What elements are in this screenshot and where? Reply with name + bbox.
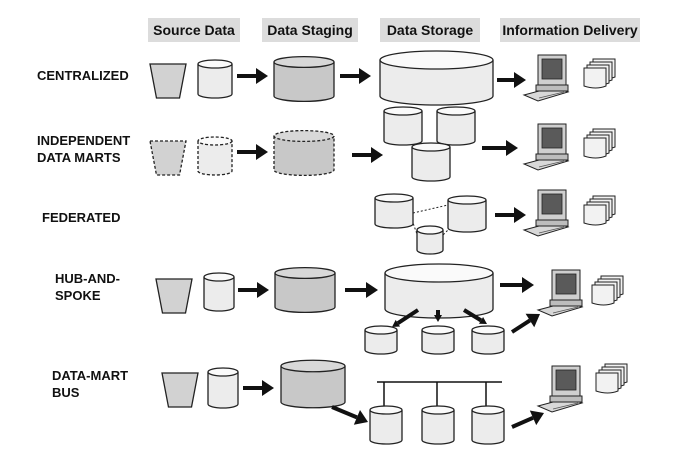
row-label-hub-line1: HUB-AND- [55, 271, 120, 286]
source-db-centralized [197, 59, 233, 99]
source-file-bus [161, 372, 199, 408]
arrow-bus-to-delivery [511, 410, 544, 429]
computer-icon-centralized [522, 54, 570, 102]
report-stack-icon-bus [595, 363, 628, 394]
report-stack-icon-hub [591, 275, 624, 306]
row-label-independent-line2: DATA MARTS [37, 150, 121, 165]
report-stack-icon-federated [583, 195, 616, 226]
arrow-source-to-staging-bus [243, 380, 274, 396]
staging-db-hub [274, 266, 336, 314]
row-label-centralized: CENTRALIZED [37, 67, 129, 84]
arrow-hub-to-spoke-2 [434, 310, 442, 322]
data-mart-1 [383, 106, 423, 146]
row-label-independent-line1: INDEPENDENT [37, 133, 131, 148]
row-label-independent: INDEPENDENT DATA MARTS [37, 132, 130, 166]
row-label-data-mart-bus: DATA-MART BUS [52, 367, 128, 401]
row-label-hub-and-spoke: HUB-AND- SPOKE [55, 270, 120, 304]
bus-mart-3 [471, 405, 505, 445]
arrow-staging-to-storage-centralized [340, 68, 371, 84]
arrow-hub-to-spoke-3 [462, 308, 487, 324]
arrow-spoke-to-delivery [510, 313, 540, 334]
arrow-source-to-staging-independent [237, 144, 268, 160]
arrow-staging-to-storage-independent [352, 147, 383, 163]
federated-db-1 [374, 193, 414, 229]
source-db-hub [203, 272, 235, 312]
arrow-source-to-staging-hub [238, 282, 269, 298]
spoke-mart-1 [364, 325, 398, 355]
bus-mart-1 [369, 405, 403, 445]
data-mart-3 [411, 142, 451, 182]
header-source-data: Source Data [148, 18, 240, 42]
central-warehouse [379, 50, 494, 106]
header-data-staging: Data Staging [262, 18, 358, 42]
source-db-bus [207, 367, 239, 409]
report-stack-icon-centralized [583, 58, 616, 89]
arrow-storage-to-delivery-centralized [497, 72, 526, 88]
row-label-hub-line2: SPOKE [55, 288, 101, 303]
source-file-hub [155, 278, 193, 314]
header-data-storage: Data Storage [380, 18, 480, 42]
computer-icon-federated [522, 189, 570, 237]
spoke-mart-2 [421, 325, 455, 355]
federated-db-3 [416, 225, 444, 255]
source-db-independent [197, 136, 233, 176]
arrow-staging-to-bus [331, 405, 368, 425]
arrow-source-to-staging-centralized [237, 68, 268, 84]
arrow-hub-to-spoke-1 [392, 308, 420, 327]
data-mart-2 [436, 106, 476, 146]
computer-icon-hub [536, 269, 584, 317]
source-file-centralized [149, 63, 187, 99]
hub-warehouse [384, 263, 494, 319]
arrow-staging-to-storage-hub [345, 282, 378, 298]
row-label-federated-line1: FEDERATED [42, 210, 121, 225]
federated-db-2 [447, 195, 487, 233]
bus-drops [383, 382, 487, 409]
row-label-bus-line1: DATA-MART [52, 368, 129, 383]
computer-icon-bus [536, 365, 584, 413]
arrow-storage-to-delivery-independent [482, 140, 518, 156]
report-stack-icon-independent [583, 128, 616, 159]
row-label-centralized-line1: CENTRALIZED [37, 68, 129, 83]
staging-db-independent [273, 129, 335, 177]
spoke-mart-3 [471, 325, 505, 355]
arrow-hub-to-delivery [500, 277, 534, 293]
staging-db-centralized [273, 55, 335, 103]
bus-mart-2 [421, 405, 455, 445]
row-label-bus-line2: BUS [52, 385, 80, 400]
computer-icon-independent [522, 123, 570, 171]
staging-db-bus [280, 359, 346, 409]
header-information-delivery: Information Delivery [500, 18, 640, 42]
arrow-storage-to-delivery-federated [495, 207, 526, 223]
row-label-federated: FEDERATED [42, 209, 120, 226]
source-file-independent [149, 140, 187, 176]
